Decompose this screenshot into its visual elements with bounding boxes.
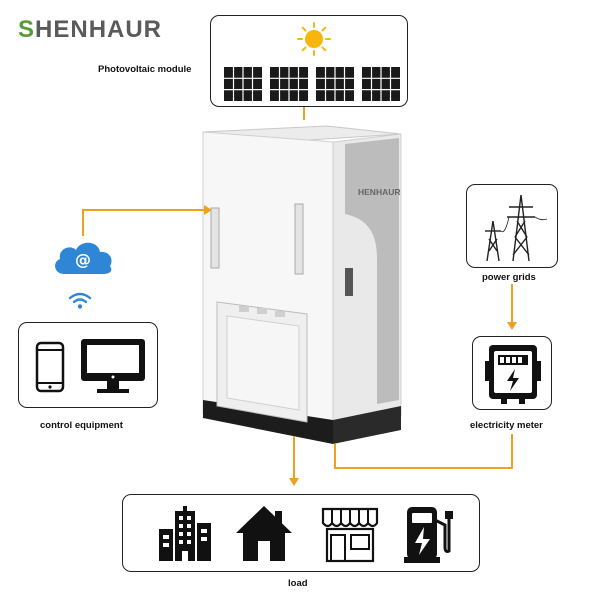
solar-panel-icon bbox=[362, 67, 400, 101]
solar-panel-icon bbox=[270, 67, 308, 101]
energy-storage-cabinet bbox=[202, 125, 402, 444]
house-icon bbox=[236, 506, 292, 561]
connector-pv bbox=[303, 107, 305, 120]
building-icon bbox=[159, 506, 211, 561]
pv-label: Photovoltaic module bbox=[98, 64, 192, 75]
power-grid-box bbox=[466, 184, 558, 268]
connector-network-arrow bbox=[204, 205, 212, 215]
load-label: load bbox=[288, 578, 308, 589]
solar-panel-icon bbox=[316, 67, 354, 101]
logo-initial: S bbox=[18, 16, 36, 43]
power-grid-label: power grids bbox=[482, 272, 536, 283]
svg-text:@: @ bbox=[75, 250, 91, 269]
connector-network-h bbox=[82, 209, 206, 211]
connector-load-arrow bbox=[289, 478, 299, 486]
wifi-icon bbox=[68, 292, 92, 309]
connector-meter-v bbox=[511, 434, 513, 468]
logo-text: HENHAUR bbox=[35, 16, 163, 43]
phone-icon bbox=[35, 341, 65, 393]
power-tower-icon bbox=[485, 194, 548, 262]
monitor-icon bbox=[81, 339, 145, 393]
control-equipment-label: control equipment bbox=[40, 420, 123, 431]
solar-panel-icon bbox=[224, 67, 262, 101]
brand-logo: SHENHAUR bbox=[18, 16, 162, 44]
shop-icon bbox=[321, 507, 379, 563]
solar-panel-row bbox=[223, 66, 400, 102]
connector-grid-arrow bbox=[507, 322, 517, 330]
connector-grid-meter bbox=[511, 284, 513, 324]
charging-station-icon bbox=[404, 507, 453, 563]
cloud-at-icon: @ bbox=[55, 242, 112, 274]
load-box bbox=[122, 494, 480, 572]
electricity-meter-icon bbox=[485, 345, 541, 404]
sun-icon bbox=[297, 22, 331, 56]
connector-meter-h bbox=[334, 467, 513, 469]
connector-load bbox=[293, 436, 295, 480]
cabinet-brand: HENHAUR bbox=[358, 187, 401, 197]
connector-meter-up bbox=[334, 444, 336, 469]
pv-module-box bbox=[210, 15, 408, 107]
control-equipment-box bbox=[18, 322, 158, 408]
electricity-meter-label: electricity meter bbox=[470, 420, 543, 431]
connector-network-v bbox=[82, 209, 84, 236]
electricity-meter-box bbox=[472, 336, 552, 410]
